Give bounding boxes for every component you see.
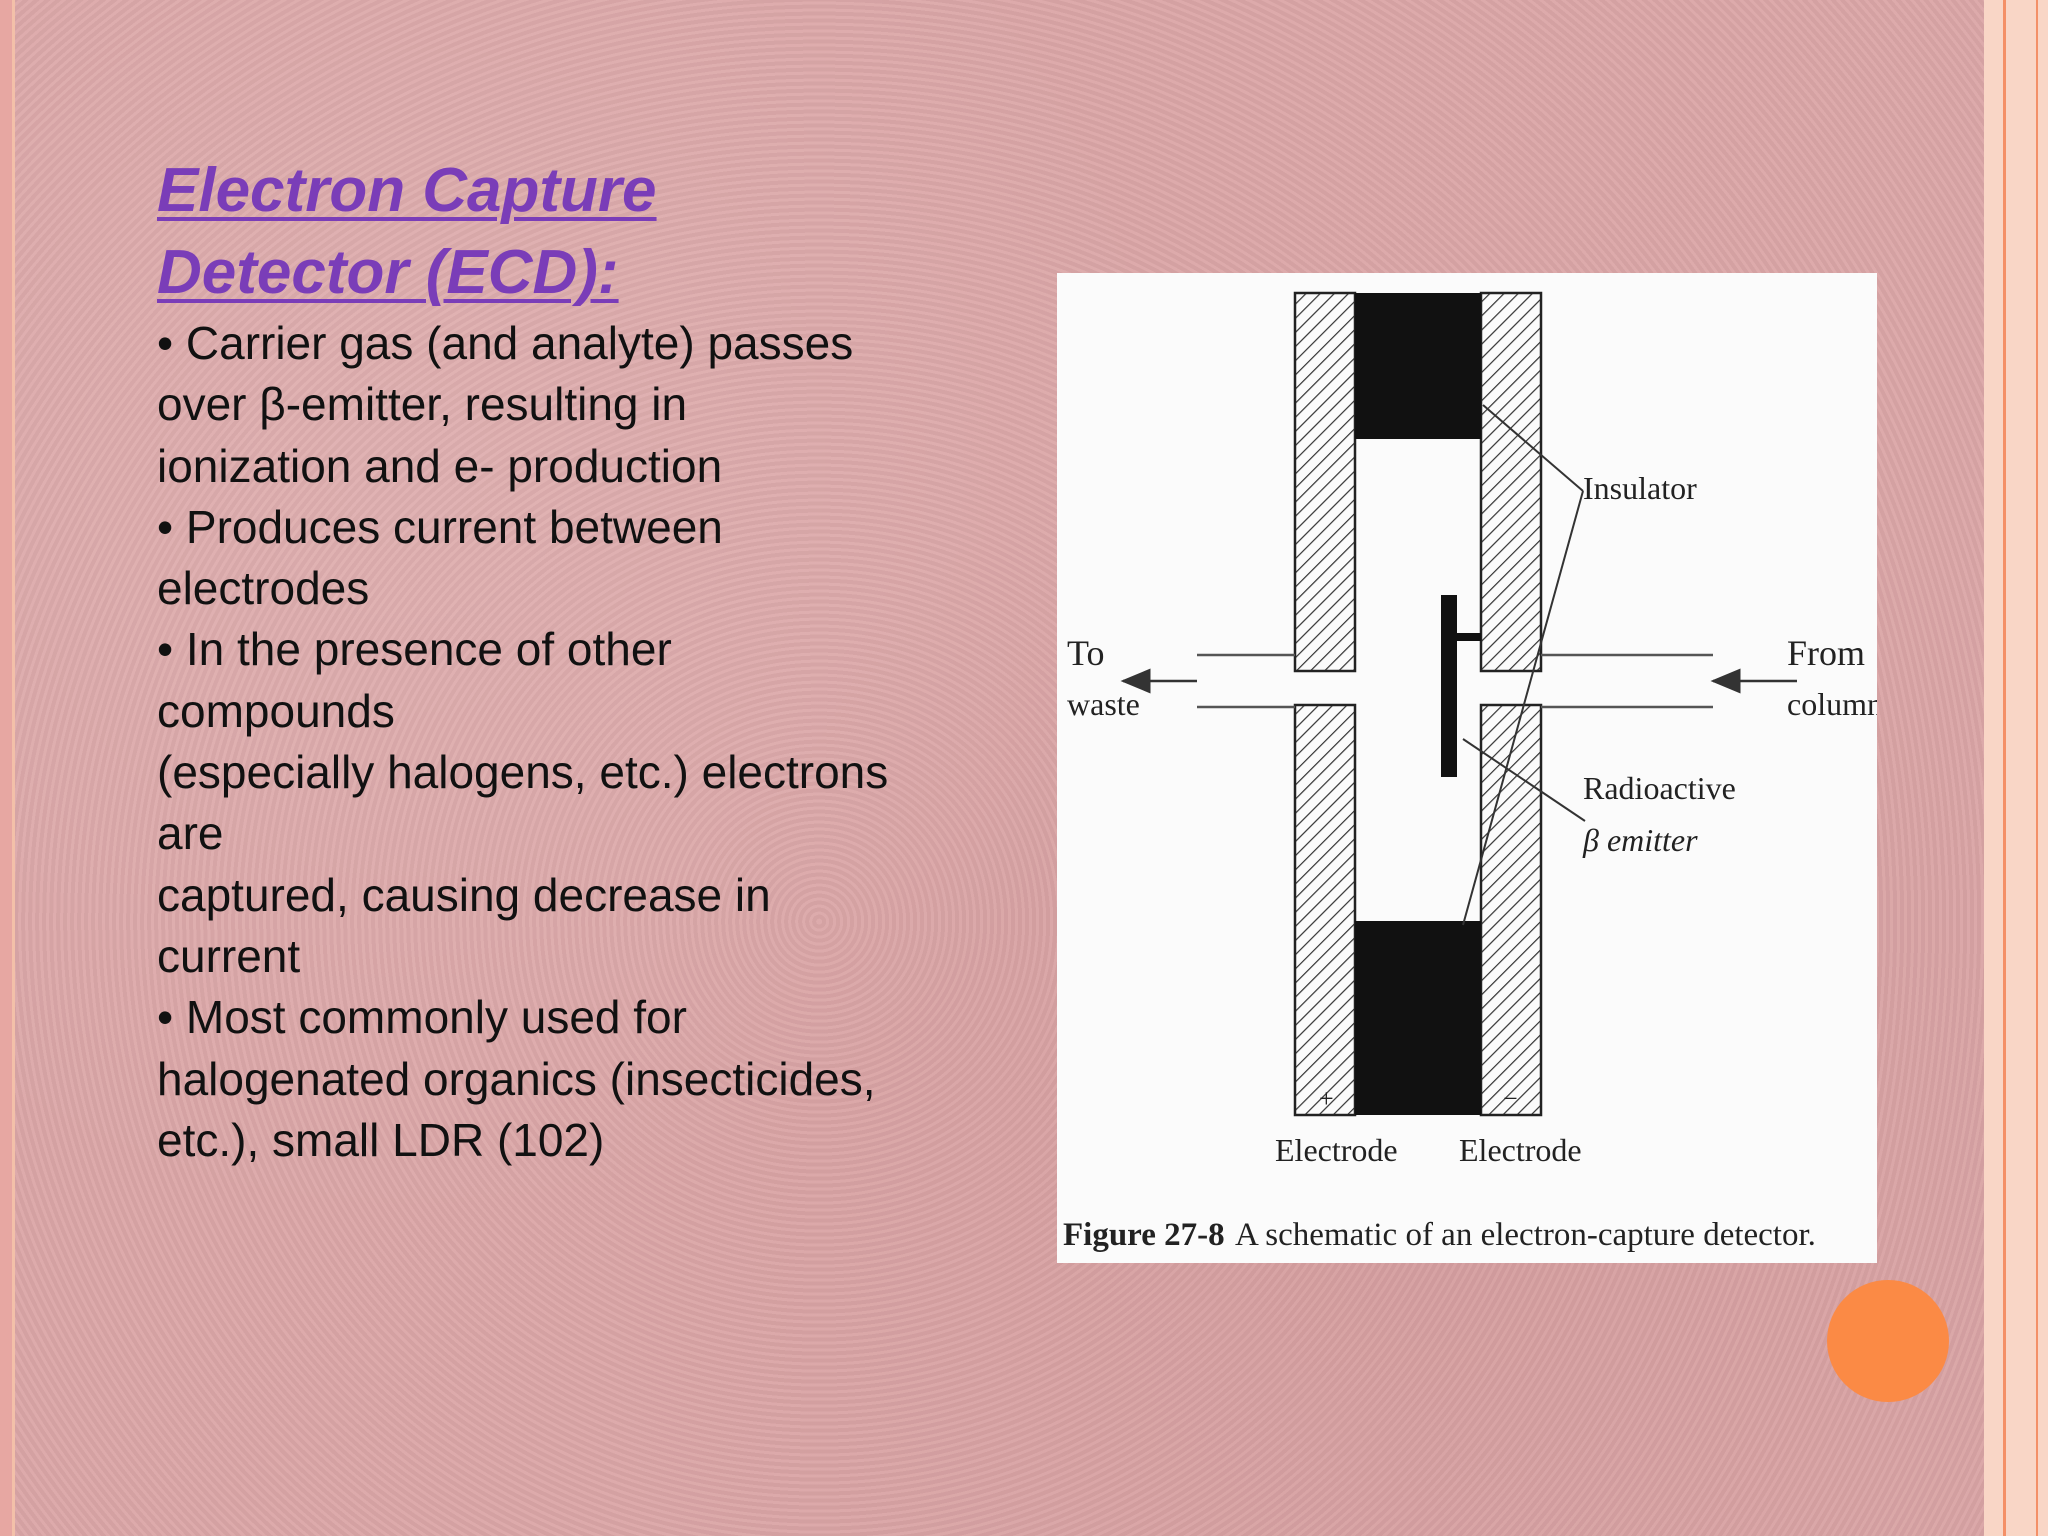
left-electrode-lower bbox=[1293, 703, 1357, 1117]
figure-caption-text: A schematic of an electron-capture detec… bbox=[1235, 1217, 1816, 1253]
label-electrode-left: Electrode bbox=[1275, 1132, 1398, 1168]
body-line: halogenated organics (insecticides, bbox=[157, 1052, 876, 1105]
slide-title-line-2: Detector (ECD): bbox=[157, 238, 619, 307]
ecd-schematic-diagram: To waste From column Insulator Radioacti… bbox=[1063, 291, 1877, 1253]
slide-body: • Carrier gas (and analyte) passes over … bbox=[157, 313, 997, 1171]
left-border-strip bbox=[0, 0, 15, 1536]
label-beta-emitter: β emitter bbox=[1582, 822, 1698, 858]
body-line: • Most commonly used for bbox=[157, 991, 687, 1044]
insulator-leader-top bbox=[1482, 404, 1584, 492]
label-column: column bbox=[1787, 686, 1877, 722]
beta-emitter-plate bbox=[1441, 595, 1457, 777]
body-line: are bbox=[157, 807, 224, 860]
body-line: ionization and e- production bbox=[157, 439, 723, 492]
insulator-leader-bottom bbox=[1462, 490, 1584, 926]
right-electrode-upper bbox=[1479, 291, 1543, 673]
body-line: captured, causing decrease in bbox=[157, 868, 771, 921]
body-line: • Carrier gas (and analyte) passes bbox=[157, 317, 854, 369]
insulator-bottom bbox=[1355, 921, 1481, 1115]
right-border-band bbox=[1984, 0, 2048, 1536]
label-minus: − bbox=[1503, 1084, 1518, 1113]
decorative-orange-dot bbox=[1827, 1280, 1949, 1402]
left-electrode-upper bbox=[1293, 291, 1357, 673]
label-radioactive: Radioactive bbox=[1583, 770, 1736, 806]
right-border-line bbox=[2003, 0, 2006, 1536]
body-line: compounds bbox=[157, 684, 395, 737]
label-from: From bbox=[1787, 633, 1865, 673]
body-line: over β-emitter, resulting in bbox=[157, 378, 688, 431]
right-electrode-lower bbox=[1479, 703, 1543, 1117]
label-waste: waste bbox=[1067, 686, 1140, 722]
ecd-schematic-figure: To waste From column Insulator Radioacti… bbox=[1057, 273, 1877, 1263]
slide-title: Electron Capture Detector (ECD): bbox=[157, 150, 917, 314]
body-line: current bbox=[157, 929, 301, 982]
label-insulator: Insulator bbox=[1583, 470, 1697, 506]
figure-caption-number: Figure 27-8 bbox=[1063, 1217, 1225, 1253]
insulator-top bbox=[1355, 293, 1481, 439]
body-line: electrodes bbox=[157, 562, 370, 615]
body-line: (especially halogens, etc.) electrons bbox=[157, 746, 889, 799]
radioactive-leader bbox=[1462, 738, 1586, 822]
label-electrode-right: Electrode bbox=[1459, 1132, 1582, 1168]
slide-title-line-1: Electron Capture bbox=[157, 156, 657, 225]
right-border-line-outer bbox=[2036, 0, 2038, 1536]
label-to: To bbox=[1067, 633, 1104, 673]
body-line: etc.), small LDR (102) bbox=[157, 1113, 605, 1166]
body-line: • In the presence of other bbox=[157, 623, 672, 676]
body-line: • Produces current between bbox=[157, 500, 723, 553]
label-plus: + bbox=[1319, 1084, 1334, 1113]
